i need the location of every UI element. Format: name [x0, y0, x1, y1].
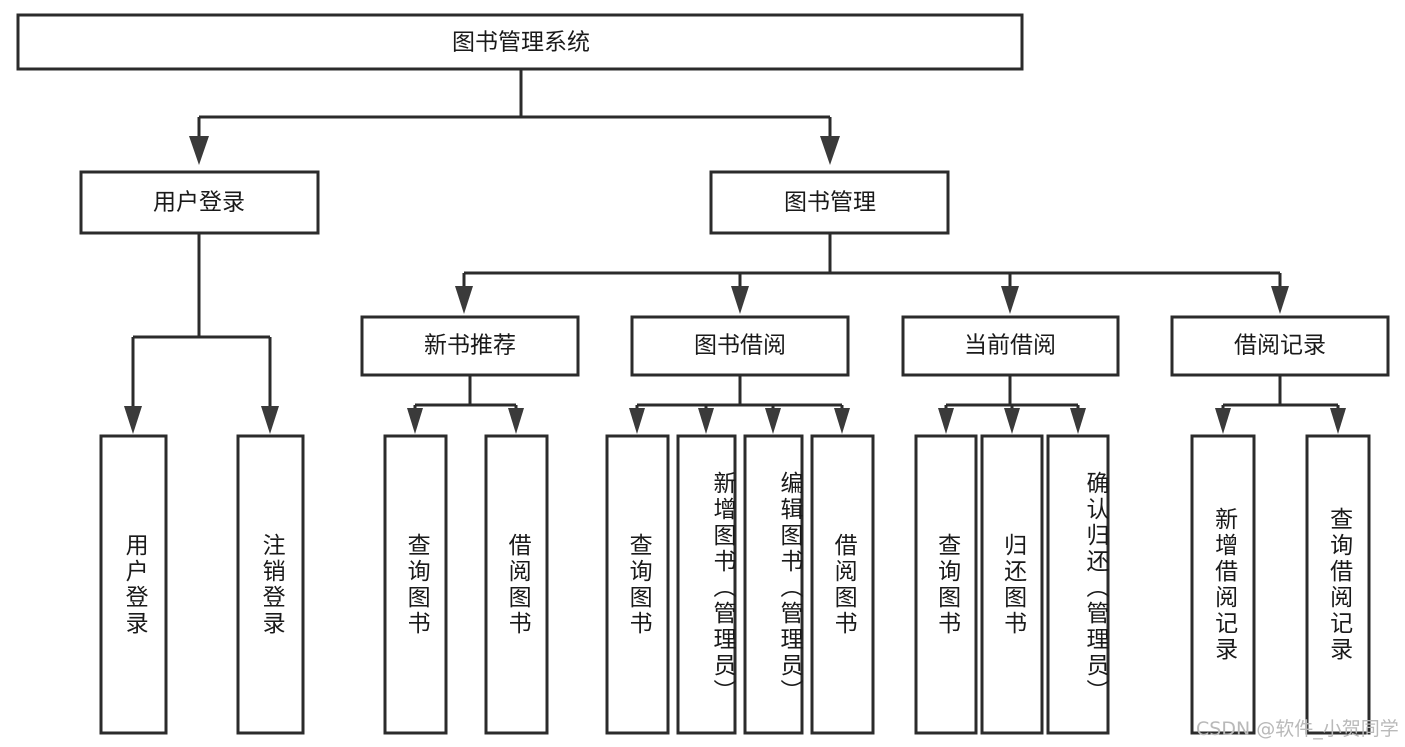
node-book-borrow[interactable]: 图书借阅	[630, 315, 850, 377]
node-leaf-query-book-2-box[interactable]	[605, 434, 670, 735]
node-user-login-label: 用户登录	[153, 190, 245, 216]
edge-group-book-borrow-children	[629, 375, 850, 434]
edge-group-current-borrow-children	[938, 375, 1086, 434]
edge-group-book-management-children	[455, 233, 1289, 314]
arrow-to-leaf-query-record	[1330, 408, 1346, 434]
arrow-to-leaf-query-book-1	[407, 408, 423, 434]
arrow-to-book-management	[820, 136, 840, 165]
edge-group-root-to-level2	[189, 70, 840, 165]
arrow-to-book-borrow	[731, 286, 749, 314]
node-leaf-user-login-box[interactable]	[99, 434, 168, 735]
node-root-label: 图书管理系统	[452, 30, 590, 56]
arrow-to-leaf-query-book-2	[629, 408, 645, 434]
node-borrow-record[interactable]: 借阅记录	[1170, 315, 1390, 377]
leaf-boxes	[99, 434, 1371, 735]
node-leaf-add-record-box[interactable]	[1190, 434, 1256, 735]
node-book-management-label: 图书管理	[784, 190, 876, 216]
node-leaf-return-book-box[interactable]	[980, 434, 1044, 735]
node-new-book-recommend[interactable]: 新书推荐	[360, 315, 580, 377]
node-borrow-record-box[interactable]	[1170, 315, 1390, 377]
node-leaf-borrow-book-1-box[interactable]	[484, 434, 549, 735]
arrow-to-leaf-confirm-return	[1070, 408, 1086, 434]
arrow-to-borrow-record	[1271, 286, 1289, 314]
arrow-to-leaf-add-book	[698, 408, 714, 434]
node-leaf-borrow-book-2-box[interactable]	[810, 434, 875, 735]
arrow-to-leaf-query-book-3	[938, 408, 954, 434]
node-book-borrow-box[interactable]	[630, 315, 850, 377]
node-user-login-box[interactable]	[79, 170, 320, 235]
node-current-borrow-label: 当前借阅	[964, 333, 1056, 359]
edge-group-borrow-record-children	[1215, 375, 1346, 434]
node-new-book-recommend-label: 新书推荐	[424, 333, 516, 359]
arrow-to-leaf-user-logout	[261, 406, 279, 434]
csdn-watermark: CSDN @软件_小贺同学	[1196, 718, 1399, 740]
node-leaf-add-book-box[interactable]	[676, 434, 737, 735]
node-new-book-recommend-box[interactable]	[360, 315, 580, 377]
node-leaf-query-record-box[interactable]	[1305, 434, 1371, 735]
node-root[interactable]: 图书管理系统	[16, 13, 1024, 71]
arrow-to-leaf-borrow-book-1	[508, 408, 524, 434]
node-leaf-confirm-return-box[interactable]	[1046, 434, 1110, 735]
arrow-to-leaf-return-book	[1004, 408, 1020, 434]
arrow-to-leaf-add-record	[1215, 408, 1231, 434]
arrow-to-user-login	[189, 136, 209, 165]
arrow-to-leaf-edit-book	[765, 408, 781, 434]
arrow-to-new-book-recommend	[455, 286, 473, 314]
node-root-box[interactable]	[16, 13, 1024, 71]
arrow-to-current-borrow	[1001, 286, 1019, 314]
edge-group-new-book-recommend-children	[407, 375, 524, 434]
node-leaf-edit-book-box[interactable]	[743, 434, 804, 735]
node-current-borrow[interactable]: 当前借阅	[901, 315, 1120, 377]
node-leaf-query-book-1-box[interactable]	[383, 434, 448, 735]
node-borrow-record-label: 借阅记录	[1234, 333, 1326, 359]
node-book-management[interactable]: 图书管理	[709, 170, 950, 235]
node-user-login[interactable]: 用户登录	[79, 170, 320, 235]
node-current-borrow-box[interactable]	[901, 315, 1120, 377]
node-book-borrow-label: 图书借阅	[694, 333, 786, 359]
arrow-to-leaf-borrow-book-2	[834, 408, 850, 434]
node-book-management-box[interactable]	[709, 170, 950, 235]
arrow-to-leaf-user-login	[124, 406, 142, 434]
node-leaf-user-logout-box[interactable]	[236, 434, 305, 735]
edge-group-user-login-children	[124, 233, 279, 434]
node-leaf-query-book-3-box[interactable]	[914, 434, 978, 735]
